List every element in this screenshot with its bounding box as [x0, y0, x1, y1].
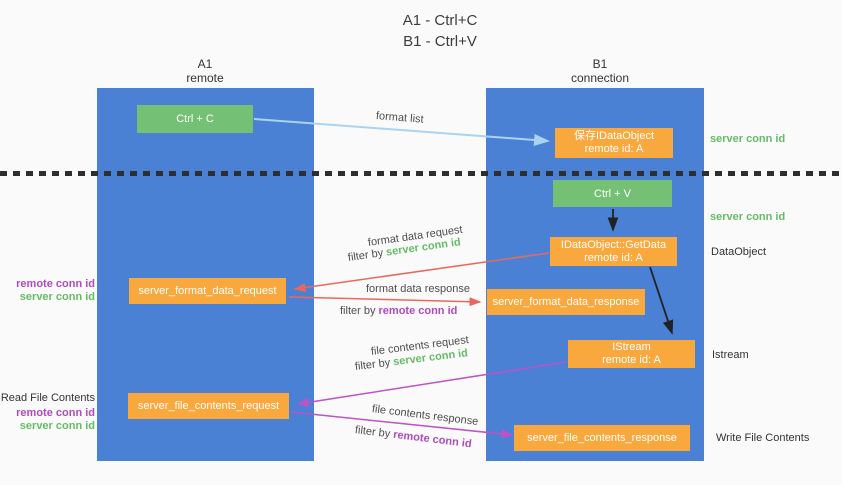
getdata-box[interactable]: IDataObject::GetData remote id: A — [550, 237, 677, 266]
format-data-response-label: format data response — [366, 283, 470, 295]
format-list-label: format list — [375, 110, 425, 126]
left-remote-conn-id-label-2: remote conn id — [16, 407, 95, 419]
istream-line2: remote id: A — [602, 354, 661, 366]
lifeline-a1-name: A1 — [197, 57, 213, 71]
save-idataobject-line2: remote id: A — [584, 143, 644, 155]
dataobject-label: DataObject — [711, 246, 767, 258]
lifeline-b1-name: B1 — [592, 57, 608, 71]
server-format-data-request-label: server_format_data_request — [138, 285, 277, 297]
read-file-contents-label: Read File Contents — [0, 392, 95, 404]
filter-by-text: filter by — [354, 356, 394, 373]
lifeline-b1-role: connection — [570, 71, 630, 85]
ctrl-c-box[interactable]: Ctrl + C — [137, 105, 253, 133]
lifeline-a1-role: remote — [186, 71, 224, 85]
server-file-contents-response-box[interactable]: server_file_contents_response — [514, 425, 690, 451]
file-contents-response-label: file contents response — [371, 403, 479, 428]
section-divider — [0, 171, 842, 176]
arrow-format-data-response — [288, 296, 482, 307]
getdata-line1: IDataObject::GetData — [560, 238, 667, 251]
filter-by-text: filter by — [354, 424, 394, 441]
lifeline-header-b1: B1 connection — [540, 57, 660, 85]
server-format-data-response-box[interactable]: server_format_data_response — [487, 289, 645, 315]
filter-by-remote-conn-id-label-1: filter by remote conn id — [340, 305, 457, 317]
filter-by-text: filter by — [347, 246, 387, 264]
filter-by-text: filter by — [340, 305, 379, 317]
write-file-contents-label: Write File Contents — [716, 432, 810, 444]
server-file-contents-response-label: server_file_contents_response — [527, 432, 677, 444]
remote-conn-id-text: remote conn id — [392, 428, 473, 451]
left-server-conn-id-label-1: server conn id — [19, 291, 95, 303]
filter-by-remote-conn-id-label-2: filter by remote conn id — [354, 424, 472, 450]
server-file-contents-request-label: server_file_contents_request — [137, 400, 280, 412]
left-server-conn-id-label-2: server conn id — [19, 420, 95, 432]
ctrl-v-label: Ctrl + V — [594, 187, 631, 200]
ctrl-v-box[interactable]: Ctrl + V — [553, 180, 672, 207]
right-server-conn-id-label-1: server conn id — [710, 133, 786, 145]
diagram-title: A1 - Ctrl+C B1 - Ctrl+V — [320, 10, 560, 52]
save-idataobject-box[interactable]: 保存IDataObject remote id: A — [555, 128, 673, 158]
title-line-1: A1 - Ctrl+C — [402, 12, 478, 29]
title-line-2: B1 - Ctrl+V — [403, 33, 477, 50]
save-idataobject-line1: 保存IDataObject — [573, 130, 655, 142]
server-file-contents-request-box[interactable]: server_file_contents_request — [128, 393, 289, 419]
left-remote-conn-id-label-1: remote conn id — [16, 278, 95, 290]
ctrl-c-label: Ctrl + C — [176, 113, 214, 125]
server-format-data-response-label: server_format_data_response — [492, 296, 640, 308]
istream-line1: IStream — [612, 341, 651, 353]
istream-side-label: Istream — [712, 349, 749, 361]
right-server-conn-id-label-2: server conn id — [710, 211, 786, 223]
remote-conn-id-text: remote conn id — [378, 305, 458, 317]
server-format-data-request-box[interactable]: server_format_data_request — [129, 278, 286, 304]
istream-box[interactable]: IStream remote id: A — [568, 340, 695, 368]
getdata-line2: remote id: A — [584, 251, 643, 264]
lifeline-header-a1: A1 remote — [145, 57, 265, 85]
